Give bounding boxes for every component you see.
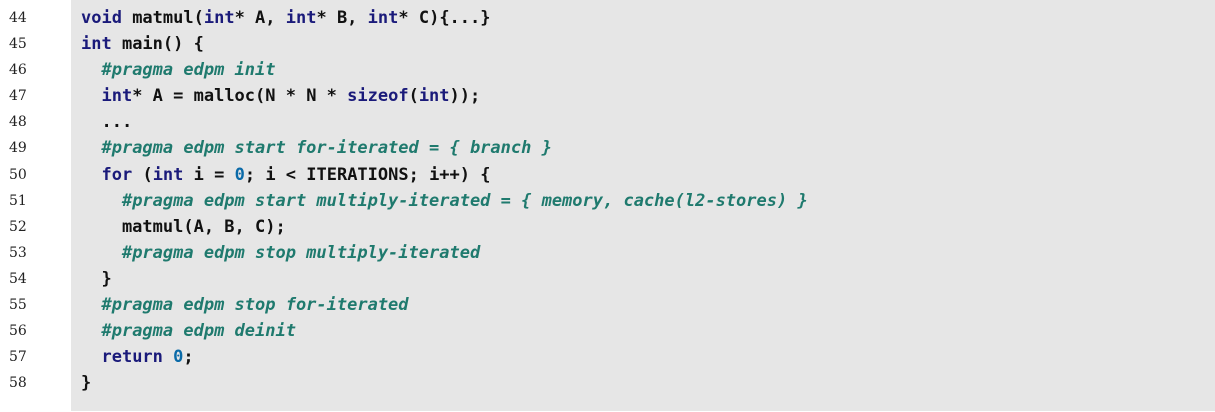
code-token: ; i < ITERATIONS; i++) { [244, 164, 491, 185]
code-token: * A, [234, 8, 286, 28]
code-token: matmul(A, B, C); [81, 216, 286, 237]
keyword-token: for [101, 164, 133, 185]
code-token [163, 347, 173, 367]
code-line: void matmul(int* A, int* B, int* C){...} [81, 5, 1201, 31]
keyword-token: void [81, 8, 122, 28]
code-token [81, 191, 122, 211]
code-line: #pragma edpm start multiply-iterated = {… [81, 188, 1201, 214]
code-line: #pragma edpm init [81, 57, 1201, 83]
number-token: 0 [234, 164, 245, 185]
line-number: 50 [9, 166, 27, 183]
code-line: #pragma edpm start for-iterated = { bran… [81, 135, 1201, 161]
keyword-token: int [101, 86, 133, 107]
code-token: ( [408, 86, 419, 107]
code-line: #pragma edpm stop for-iterated [81, 292, 1201, 318]
code-line: #pragma edpm stop multiply-iterated [81, 240, 1201, 266]
code-token: * A = malloc(N * N * [132, 86, 348, 107]
line-number: 53 [9, 244, 27, 261]
line-number: 56 [9, 323, 27, 340]
code-token: * C){...} [398, 8, 491, 28]
line-number: 51 [9, 192, 27, 209]
code-token: } [81, 373, 92, 394]
line-number: 54 [9, 270, 27, 287]
pragma-directive: #pragma edpm deinit [101, 321, 296, 342]
code-background [71, 0, 1215, 411]
pragma-directive: #pragma edpm start for-iterated = { bran… [101, 138, 552, 159]
keyword-token: int [81, 34, 112, 55]
code-token [81, 295, 101, 315]
code-token [81, 60, 101, 80]
code-token: ( [132, 164, 153, 185]
code-line: matmul(A, B, C); [81, 214, 1201, 240]
line-number-gutter: 44 45 46 47 48 49 50 51 52 53 54 55 56 57 58 [0, 5, 60, 396]
pragma-directive: #pragma edpm init [101, 60, 276, 81]
code-line: for (int i = 0; i < ITERATIONS; i++) { [81, 162, 1201, 188]
line-number: 55 [9, 297, 27, 314]
line-number: 48 [9, 114, 27, 131]
pragma-directive: #pragma edpm stop multiply-iterated [121, 242, 481, 263]
line-number: 57 [9, 349, 27, 366]
line-number: 49 [9, 140, 27, 157]
code-line: int* A = malloc(N * N * sizeof(int)); [81, 83, 1201, 109]
code-token: * B, [316, 8, 368, 28]
keyword-token: int [418, 86, 450, 107]
code-token [81, 243, 122, 263]
code-line: int main() { [81, 31, 1201, 57]
code-token [81, 347, 101, 367]
code-line: } [81, 370, 1201, 396]
code-token [81, 321, 101, 341]
code-token: i = [183, 164, 235, 185]
code-body: void matmul(int* A, int* B, int* C){...}… [81, 5, 1201, 396]
code-token: )); [449, 86, 481, 107]
keyword-token: int [152, 164, 184, 185]
code-line: return 0; [81, 344, 1201, 370]
line-number: 58 [9, 375, 27, 392]
line-number: 47 [9, 88, 27, 105]
code-token: ... [81, 112, 133, 133]
keyword-token: sizeof [347, 86, 409, 107]
code-token [81, 165, 101, 185]
code-token: ; [183, 347, 194, 368]
keyword-token: int [203, 8, 235, 28]
keyword-token: int [367, 8, 399, 28]
keyword-token: return [101, 347, 163, 368]
line-number: 44 [9, 10, 27, 26]
code-line: ... [81, 109, 1201, 135]
code-token: matmul( [121, 8, 204, 28]
code-line: #pragma edpm deinit [81, 318, 1201, 344]
code-line: } [81, 266, 1201, 292]
line-number: 52 [9, 218, 27, 235]
code-token: main() { [111, 34, 204, 55]
pragma-directive: #pragma edpm stop for-iterated [101, 295, 409, 316]
line-number: 46 [9, 62, 27, 79]
pragma-directive: #pragma edpm start multiply-iterated = {… [121, 190, 808, 211]
code-token [81, 138, 101, 158]
number-token: 0 [173, 347, 184, 368]
keyword-token: int [285, 8, 317, 28]
line-number: 45 [9, 36, 27, 53]
code-token: } [81, 268, 112, 289]
code-token [81, 86, 101, 106]
